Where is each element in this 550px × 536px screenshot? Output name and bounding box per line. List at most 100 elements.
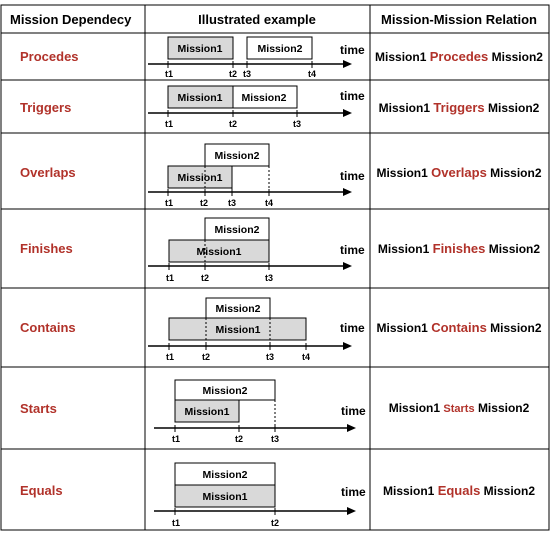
time-label: time <box>340 89 365 103</box>
dependency-label: Equals <box>20 483 63 498</box>
dependency-label: Overlaps <box>20 165 76 180</box>
relation-keyword: Contains <box>431 320 487 335</box>
time-arrow-head <box>343 262 352 270</box>
time-label: time <box>340 43 365 57</box>
tick-label: t2 <box>201 273 209 283</box>
relation-right: Mission2 <box>490 321 542 335</box>
mission-bar-label: Mission1 <box>216 324 261 336</box>
tick-label: t3 <box>228 198 236 208</box>
relation-left: Mission1 <box>389 401 441 415</box>
tick-label: t1 <box>165 119 173 129</box>
relation-text: Mission1 Procedes Mission2 <box>375 49 543 64</box>
time-arrow-head <box>343 342 352 350</box>
mission-bar <box>174 399 240 423</box>
tick-label: t1 <box>172 518 180 528</box>
relation-text: Mission1 Finishes Mission2 <box>378 241 540 256</box>
relation-left: Mission1 <box>375 50 427 64</box>
tick-label: t1 <box>166 273 174 283</box>
tick-label: t3 <box>243 69 251 79</box>
dependency-label: Finishes <box>20 241 73 256</box>
mission-bar-label: Mission1 <box>178 92 223 104</box>
header-relation: Mission-Mission Relation <box>381 12 537 27</box>
relation-right: Mission2 <box>484 484 536 498</box>
mission-bar-label: Mission1 <box>178 172 223 184</box>
tick-label: t2 <box>200 198 208 208</box>
time-label: time <box>340 321 365 335</box>
mission-bar-label: Mission1 <box>178 43 223 55</box>
tick-label: t2 <box>202 352 210 362</box>
table-grid <box>0 4 550 531</box>
row-finishes: Finishes Mission2 Mission1 time t1 t2 t3… <box>20 217 540 283</box>
mission-bar-label: Mission2 <box>258 43 303 55</box>
row-starts: Starts Mission2 Mission1 time t1 t2 t3 M… <box>20 379 530 444</box>
tick-label: t4 <box>302 352 310 362</box>
mission-bar-label: Mission2 <box>216 303 261 315</box>
relation-right: Mission2 <box>492 50 544 64</box>
relation-left: Mission1 <box>378 242 430 256</box>
row-triggers: Triggers Mission1 Mission2 time t1 t2 t3… <box>20 85 540 129</box>
relation-text: Mission1 Equals Mission2 <box>383 483 535 498</box>
mission-bar <box>167 165 233 189</box>
relation-right: Mission2 <box>490 166 542 180</box>
mission-bar-label: Mission2 <box>215 150 260 162</box>
time-label: time <box>341 485 366 499</box>
relation-keyword: Starts <box>443 403 474 415</box>
mission-bar-label: Mission2 <box>203 385 248 397</box>
dependency-label: Contains <box>20 320 76 335</box>
time-label: time <box>340 169 365 183</box>
header-example: Illustrated example <box>198 12 316 27</box>
relation-left: Mission1 <box>379 101 431 115</box>
mission-bar <box>168 317 307 341</box>
time-arrow-head <box>343 60 352 68</box>
mission-bar-label: Mission2 <box>242 92 287 104</box>
tick-label: t1 <box>165 198 173 208</box>
row-contains: Contains Mission2 Mission1 time t1 t2 t3… <box>20 297 542 362</box>
tick-label: t2 <box>229 69 237 79</box>
relation-keyword: Finishes <box>433 241 486 256</box>
header-dependency: Mission Dependecy <box>10 12 132 27</box>
tick-label: t3 <box>293 119 301 129</box>
row-procedes: Procedes Mission1 Mission2 time t1 t2 t3… <box>20 36 543 79</box>
mission-bar-label: Mission1 <box>197 246 242 258</box>
relation-text: Mission1 Starts Mission2 <box>389 401 530 415</box>
mission-bar <box>168 239 270 263</box>
tick-label: t1 <box>166 352 174 362</box>
tick-label: t2 <box>235 434 243 444</box>
row-overlaps: Overlaps Mission2 Mission1 time t1 t2 t3… <box>20 143 542 208</box>
relation-right: Mission2 <box>489 242 541 256</box>
tick-label: t2 <box>271 518 279 528</box>
tick-label: t3 <box>271 434 279 444</box>
mission-bar <box>232 85 298 109</box>
mission-bar-label: Mission2 <box>203 469 248 481</box>
relation-left: Mission1 <box>383 484 435 498</box>
tick-label: t4 <box>308 69 316 79</box>
tick-label: t3 <box>265 273 273 283</box>
time-arrow-head <box>347 507 356 515</box>
mission-bar <box>204 143 270 167</box>
mission-bar-label: Mission1 <box>203 491 248 503</box>
mission-bar <box>174 484 276 508</box>
relation-right: Mission2 <box>488 101 540 115</box>
relation-text: Mission1 Overlaps Mission2 <box>376 165 541 180</box>
row-equals: Equals Mission2 Mission1 time t1 t2 Miss… <box>20 462 535 528</box>
mission-bar-label: Mission2 <box>215 224 260 236</box>
time-arrow-head <box>347 424 356 432</box>
relation-keyword: Equals <box>438 483 481 498</box>
dependency-label: Procedes <box>20 49 79 64</box>
dependency-label: Triggers <box>20 100 71 115</box>
mission-bar <box>246 36 313 60</box>
mission-bar-label: Mission1 <box>185 406 230 418</box>
table-border <box>0 4 550 531</box>
mission-bar <box>167 36 234 60</box>
relation-text: Mission1 Contains Mission2 <box>376 320 541 335</box>
tick-label: t2 <box>229 119 237 129</box>
tick-label: t3 <box>266 352 274 362</box>
time-arrow-head <box>343 109 352 117</box>
time-label: time <box>340 243 365 257</box>
relation-left: Mission1 <box>376 166 428 180</box>
tick-label: t1 <box>172 434 180 444</box>
relation-keyword: Overlaps <box>431 165 487 180</box>
relation-left: Mission1 <box>376 321 428 335</box>
relation-text: Mission1 Triggers Mission2 <box>379 100 540 115</box>
